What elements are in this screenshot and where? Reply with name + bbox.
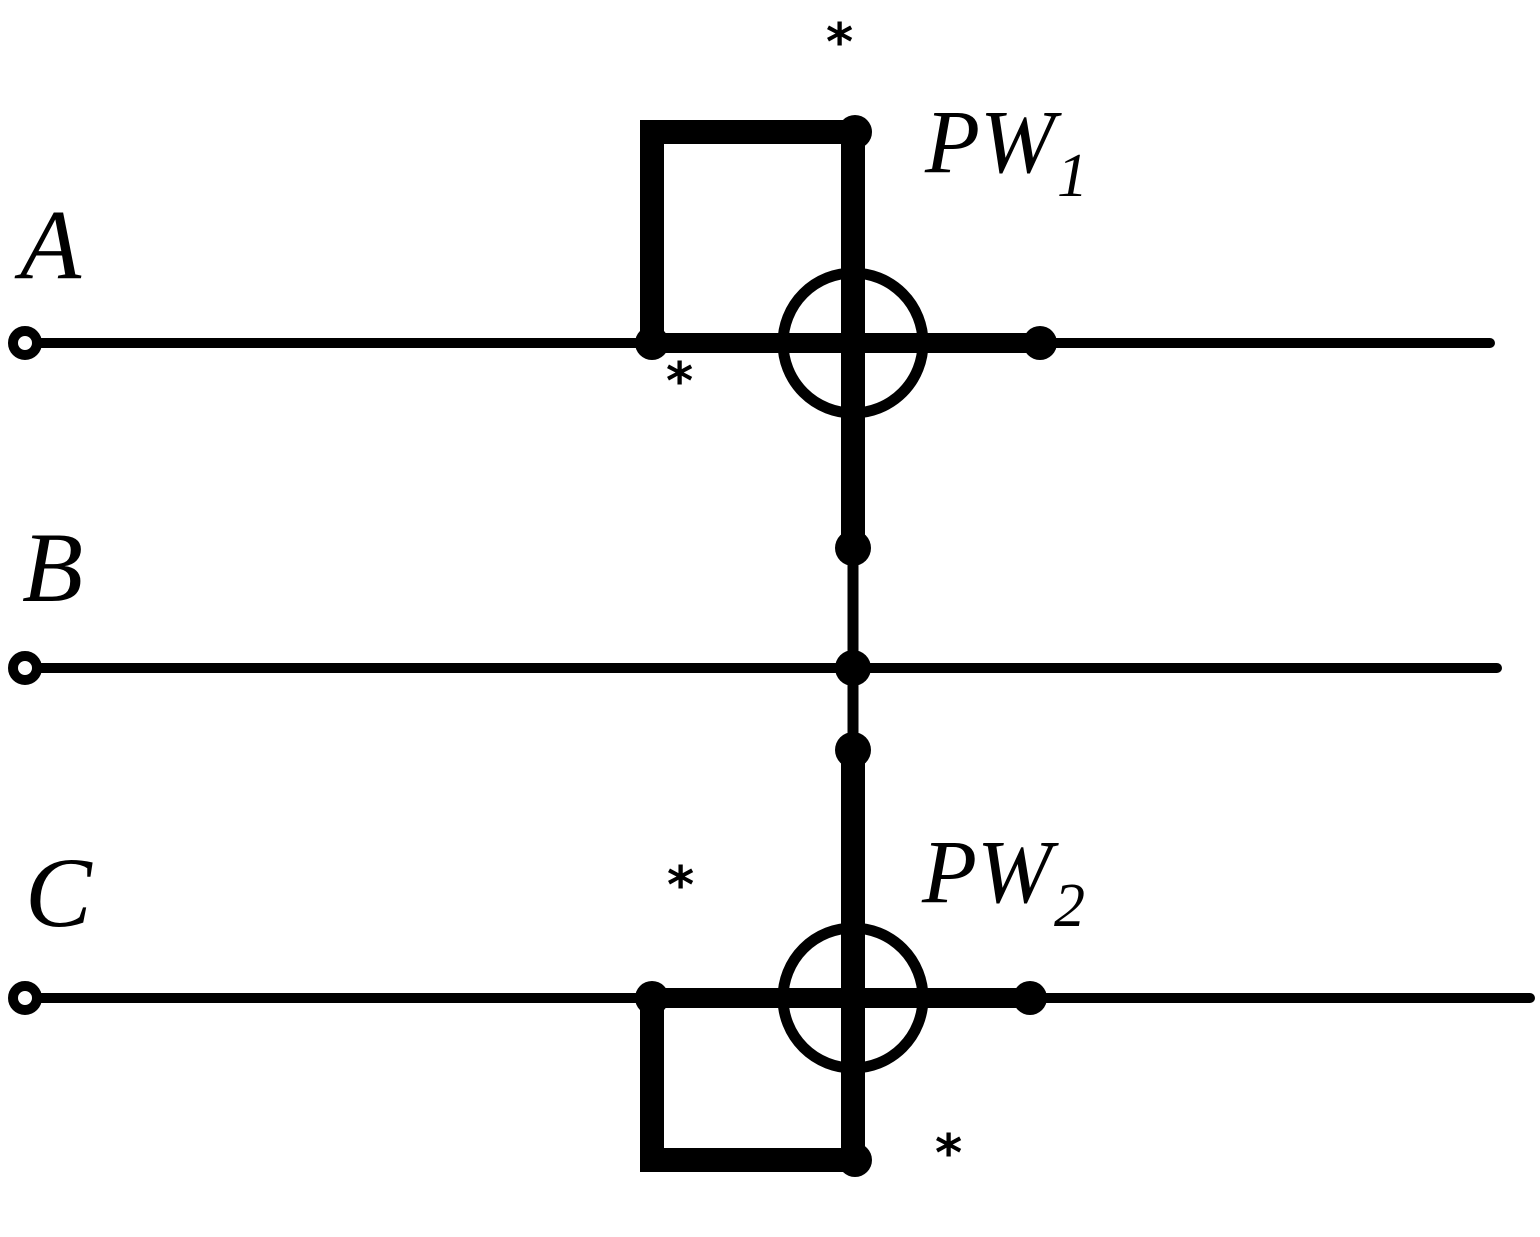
junction-dot [835,530,871,566]
pw1-meter-circle [777,267,929,419]
pw1-current-polarity-mark: * [666,352,694,412]
pw1-label-base: PW [925,93,1055,192]
junction-dot [1023,326,1057,360]
phase-c-label: C [25,837,92,948]
junction-dot [835,650,871,686]
junction-dot [838,1143,872,1177]
pw1-voltage-polarity-mark: * [826,13,854,73]
pw2-voltage-polarity-mark: * [935,1124,963,1184]
pw2-current-polarity-mark: * [667,856,695,916]
junction-dot [835,732,871,768]
phase-b-label: B [22,512,84,623]
pw1-label-sub: 1 [1056,141,1088,210]
junction-dot [1013,981,1047,1015]
pw2-meter-circle [777,922,929,1074]
terminal-a [8,326,42,360]
pw1-voltage-loop [640,120,867,355]
terminal-b [8,651,42,685]
phase-a-label: A [20,189,82,300]
junction-dot [838,115,872,149]
junction-dot [635,981,669,1015]
pw2-label: PW2 [922,828,1085,937]
pw1-label: PW1 [925,98,1088,207]
junction-dot [635,326,669,360]
pw2-voltage-loop [640,986,867,1172]
pw2-label-base: PW [922,823,1052,922]
pw2-label-sub: 2 [1053,871,1085,940]
terminal-c [8,981,42,1015]
